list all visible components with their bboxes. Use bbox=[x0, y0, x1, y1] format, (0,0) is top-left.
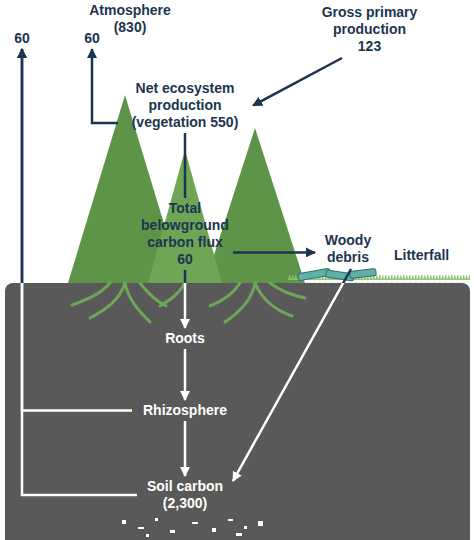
flux-arrow bbox=[185, 421, 186, 476]
tree bbox=[205, 128, 305, 283]
flux-arrow bbox=[233, 252, 315, 253]
roots-box: Roots bbox=[150, 330, 220, 347]
node-text: Gross primary production 123 bbox=[320, 4, 419, 55]
arrow-line bbox=[233, 283, 351, 481]
vegetation-pool: Net ecosystem production (vegetation 550… bbox=[120, 80, 250, 131]
flux-label: Litterfall bbox=[392, 247, 451, 263]
arrow-line bbox=[92, 49, 118, 123]
arrow-line bbox=[184, 270, 187, 283]
root-lines bbox=[72, 283, 305, 322]
arrow-line bbox=[233, 269, 351, 283]
node-text: Soil carbon (2,300) bbox=[140, 478, 230, 512]
arrow-line bbox=[184, 283, 187, 328]
arrow-line bbox=[184, 421, 187, 476]
arrow-line bbox=[22, 283, 137, 495]
arrow-line bbox=[253, 58, 342, 106]
arrow-line bbox=[22, 49, 132, 283]
flux-box: Gross primary production 123 bbox=[320, 4, 419, 55]
flux-value: 60 bbox=[12, 30, 32, 46]
flux-value: 60 bbox=[82, 30, 102, 46]
flux-arrow bbox=[253, 58, 342, 106]
flux-arrow bbox=[185, 133, 186, 198]
flux-box: Total belowground carbon flux 60 bbox=[140, 200, 230, 268]
arrow-line bbox=[184, 133, 187, 198]
node-text: Roots bbox=[150, 330, 220, 347]
arrow-line bbox=[22, 283, 132, 411]
node-text: Woody debris bbox=[318, 232, 378, 266]
soil-particles bbox=[122, 518, 263, 537]
soil-pool: Soil carbon (2,300) bbox=[140, 478, 230, 512]
flux-arrow bbox=[92, 49, 118, 123]
arrow-line bbox=[22, 49, 137, 283]
arrow-line bbox=[233, 251, 315, 254]
node-text: Net ecosystem production (vegetation 550… bbox=[120, 80, 250, 131]
arrow-line bbox=[184, 349, 187, 400]
node-text: Total belowground carbon flux 60 bbox=[140, 200, 230, 268]
debris-box: Woody debris bbox=[318, 232, 378, 266]
flux-arrow bbox=[233, 269, 351, 481]
atmosphere-pool: Atmosphere (830) bbox=[5, 2, 255, 48]
flux-arrow bbox=[185, 270, 186, 328]
rhizosphere-box: Rhizosphere bbox=[135, 402, 235, 419]
woody-debris-logs bbox=[298, 268, 377, 281]
flux-arrow bbox=[185, 349, 186, 400]
flux-arrow bbox=[22, 49, 132, 411]
flux-arrow bbox=[22, 49, 137, 495]
node-text: Rhizosphere bbox=[135, 402, 235, 419]
